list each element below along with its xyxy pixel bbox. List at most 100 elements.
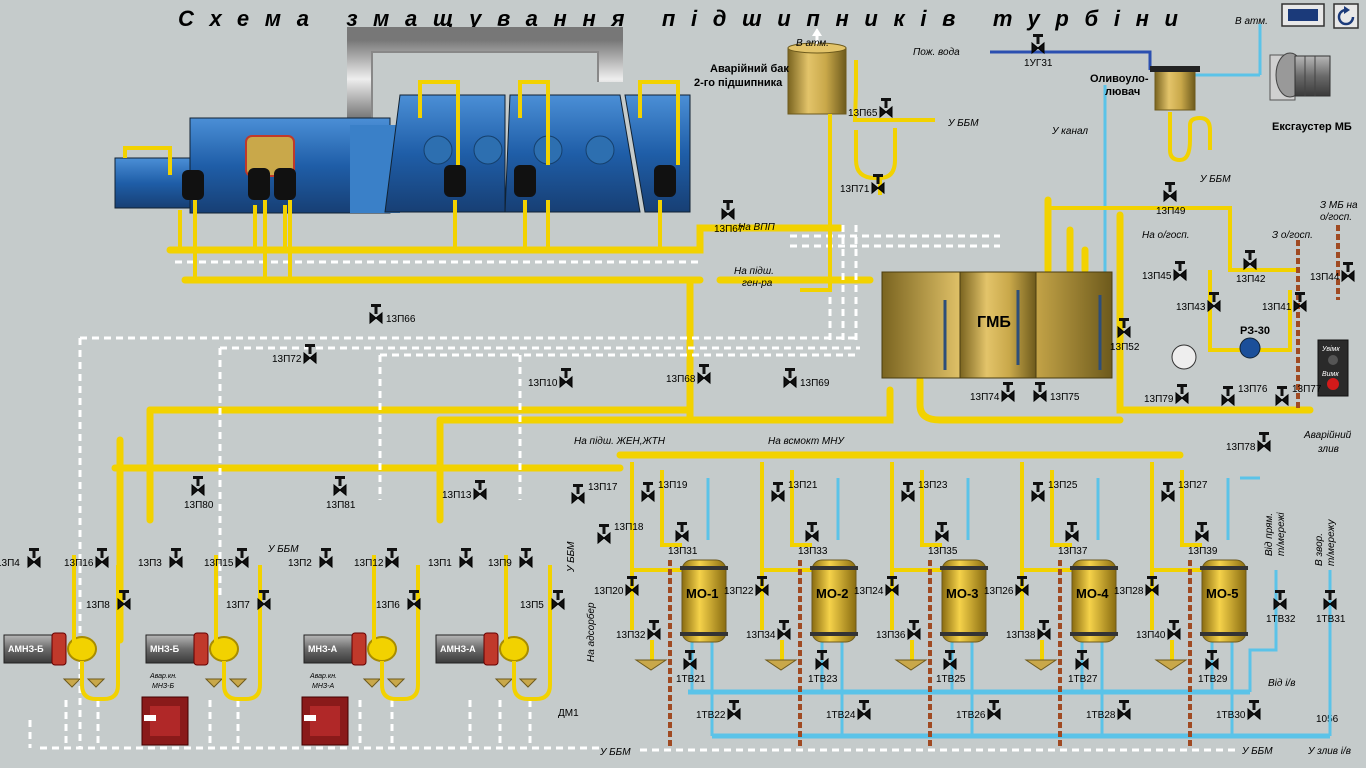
valve-13П25[interactable]: 13П25 (1031, 480, 1078, 503)
valve-13П24[interactable]: 13П24 (854, 576, 899, 597)
valve-1ТВ27[interactable]: 1ТВ27 (1068, 650, 1098, 685)
valve-13П15[interactable]: 13П15 (204, 548, 249, 569)
valve-tag: 13П5 (520, 600, 544, 611)
valve-13П22[interactable]: 13П22 (724, 576, 769, 597)
valve-tag: 13П26 (984, 586, 1014, 597)
valve-13П5[interactable]: 13П5 (520, 590, 565, 611)
page-title: Схема змащування підшипників турбіни (178, 6, 1179, 31)
valve-13П18[interactable]: 13П18 (597, 522, 644, 545)
pump-АМНЗ-А[interactable]: АМНЗ-А (435, 555, 552, 701)
valve-13П1[interactable]: 13П1 (428, 548, 473, 569)
pump-МНЗ-А[interactable]: МНЗ-А (303, 555, 420, 701)
valve-13П4[interactable]: 13П4 (0, 548, 41, 569)
valve-13П7[interactable]: 13П7 (226, 590, 271, 611)
valve-13П13[interactable]: 13П13 (442, 480, 487, 501)
valve-tag: 13П68 (666, 374, 696, 385)
valve-1ТВ31[interactable]: 1ТВ31 (1316, 590, 1346, 625)
valve-13П10[interactable]: 13П10 (528, 368, 573, 389)
pump-label: АМНЗ-Б (8, 644, 44, 654)
emergency-button-mnz-b[interactable] (141, 696, 189, 746)
valve-13П35[interactable]: 13П35 (928, 522, 958, 557)
valve-13П26[interactable]: 13П26 (984, 576, 1029, 597)
valve-1ТВ23[interactable]: 1ТВ23 (808, 650, 838, 685)
start-button[interactable] (1328, 355, 1338, 365)
valve-tag: 13П23 (918, 480, 948, 491)
valve-13П8[interactable]: 13П8 (86, 590, 131, 611)
valve-13П19[interactable]: 13П19 (641, 480, 688, 503)
valve-13П33[interactable]: 13П33 (798, 522, 828, 557)
valve-13П43[interactable]: 13П43 (1176, 292, 1221, 313)
valve-1УГ31[interactable]: 1УГ31 (1024, 34, 1053, 69)
valve-13П28[interactable]: 13П28 (1114, 576, 1159, 597)
valve-13П16[interactable]: 13П16 (64, 548, 109, 569)
valve-13П32[interactable]: 13П32 (616, 620, 661, 641)
valve-13П74[interactable]: 13П74 (970, 382, 1015, 403)
valve-13П21[interactable]: 13П21 (771, 480, 818, 503)
screen-button[interactable] (1281, 3, 1325, 27)
pump-label: АМНЗ-А (440, 644, 476, 654)
label-z-mb: З МБ на (1320, 200, 1358, 211)
valve-13П40[interactable]: 13П40 (1136, 620, 1181, 641)
valve-1ТВ29[interactable]: 1ТВ29 (1198, 650, 1228, 685)
valve-1ТВ25[interactable]: 1ТВ25 (936, 650, 966, 685)
valve-13П41[interactable]: 13П41 (1262, 292, 1307, 313)
valve-13П34[interactable]: 13П34 (746, 620, 791, 641)
cooler-МО-4[interactable]: МО-4 (1020, 462, 1118, 748)
valve-13П71[interactable]: 13П71 (840, 174, 885, 195)
valve-1ТВ28[interactable]: 1ТВ28 (1086, 700, 1131, 721)
valve-13П12[interactable]: 13П12 (354, 548, 399, 569)
valve-tag: 13П27 (1178, 480, 1208, 491)
valve-1ТВ24[interactable]: 1ТВ24 (826, 700, 871, 721)
valve-13П2[interactable]: 13П2 (288, 548, 333, 569)
valve-13П9[interactable]: 13П9 (488, 548, 533, 569)
valve-13П44[interactable]: 13П44 (1310, 262, 1355, 283)
valve-13П38[interactable]: 13П38 (1006, 620, 1051, 641)
cooler-МО-1[interactable]: МО-1 (630, 462, 728, 748)
valve-13П72[interactable]: 13П72 (272, 344, 317, 365)
valve-13П27[interactable]: 13П27 (1161, 480, 1208, 503)
stop-button[interactable] (1327, 378, 1339, 390)
valve-13П39[interactable]: 13П39 (1188, 522, 1218, 557)
valve-13П6[interactable]: 13П6 (376, 590, 421, 611)
valve-13П3[interactable]: 13П3 (138, 548, 183, 569)
valve-13П80[interactable]: 13П80 (184, 476, 214, 511)
valve-1ТВ22[interactable]: 1ТВ22 (696, 700, 741, 721)
valve-13П79[interactable]: 13П79 (1144, 384, 1189, 405)
valve-13П31[interactable]: 13П31 (668, 522, 698, 557)
valve-tag: 13П6 (376, 600, 400, 611)
valve-13П66[interactable]: 13П66 (369, 304, 416, 325)
valve-13П42[interactable]: 13П42 (1236, 250, 1266, 285)
valve-13П75[interactable]: 13П75 (1033, 382, 1080, 403)
valve-group: 1УГ31 13П65 13П71 13П67 13П66 13П72 13П68 13П69… (0, 34, 1355, 721)
valve-13П52[interactable]: 13П52 (1110, 318, 1140, 353)
cooler-МО-5[interactable]: МО-5 (1150, 462, 1248, 748)
refresh-button[interactable] (1333, 3, 1359, 29)
valve-13П77[interactable]: 13П77 (1275, 384, 1322, 407)
valve-13П69[interactable]: 13П69 (783, 368, 830, 389)
valve-13П76[interactable]: 13П76 (1221, 384, 1268, 407)
cooler-МО-2[interactable]: МО-2 (760, 462, 858, 748)
valve-1ТВ26[interactable]: 1ТВ26 (956, 700, 1001, 721)
valve-13П23[interactable]: 13П23 (901, 480, 948, 503)
valve-13П65[interactable]: 13П65 (848, 98, 893, 119)
valve-tag: 13П25 (1048, 480, 1078, 491)
valve-13П81[interactable]: 13П81 (326, 476, 356, 511)
valve-13П20[interactable]: 13П20 (594, 576, 639, 597)
valve-13П67[interactable]: 13П67 (714, 200, 744, 235)
valve-13П49[interactable]: 13П49 (1156, 182, 1186, 217)
valve-1ТВ32[interactable]: 1ТВ32 (1266, 590, 1296, 625)
valve-13П68[interactable]: 13П68 (666, 364, 711, 385)
valve-1ТВ30[interactable]: 1ТВ30 (1216, 700, 1261, 721)
pump-АМНЗ-Б[interactable]: АМНЗ-Б (3, 555, 120, 701)
emergency-button-mnz-a[interactable] (301, 696, 349, 746)
valve-tag: 13П66 (386, 314, 416, 325)
pump-МНЗ-Б[interactable]: МНЗ-Б (145, 555, 262, 701)
valve-13П36[interactable]: 13П36 (876, 620, 921, 641)
label-oliv-2: лювач (1105, 86, 1140, 98)
valve-13П78[interactable]: 13П78 (1226, 432, 1271, 453)
valve-13П37[interactable]: 13П37 (1058, 522, 1088, 557)
valve-1ТВ21[interactable]: 1ТВ21 (676, 650, 706, 685)
cooler-МО-3[interactable]: МО-3 (890, 462, 988, 748)
valve-13П45[interactable]: 13П45 (1142, 261, 1187, 282)
valve-13П17[interactable]: 13П17 (571, 482, 618, 505)
